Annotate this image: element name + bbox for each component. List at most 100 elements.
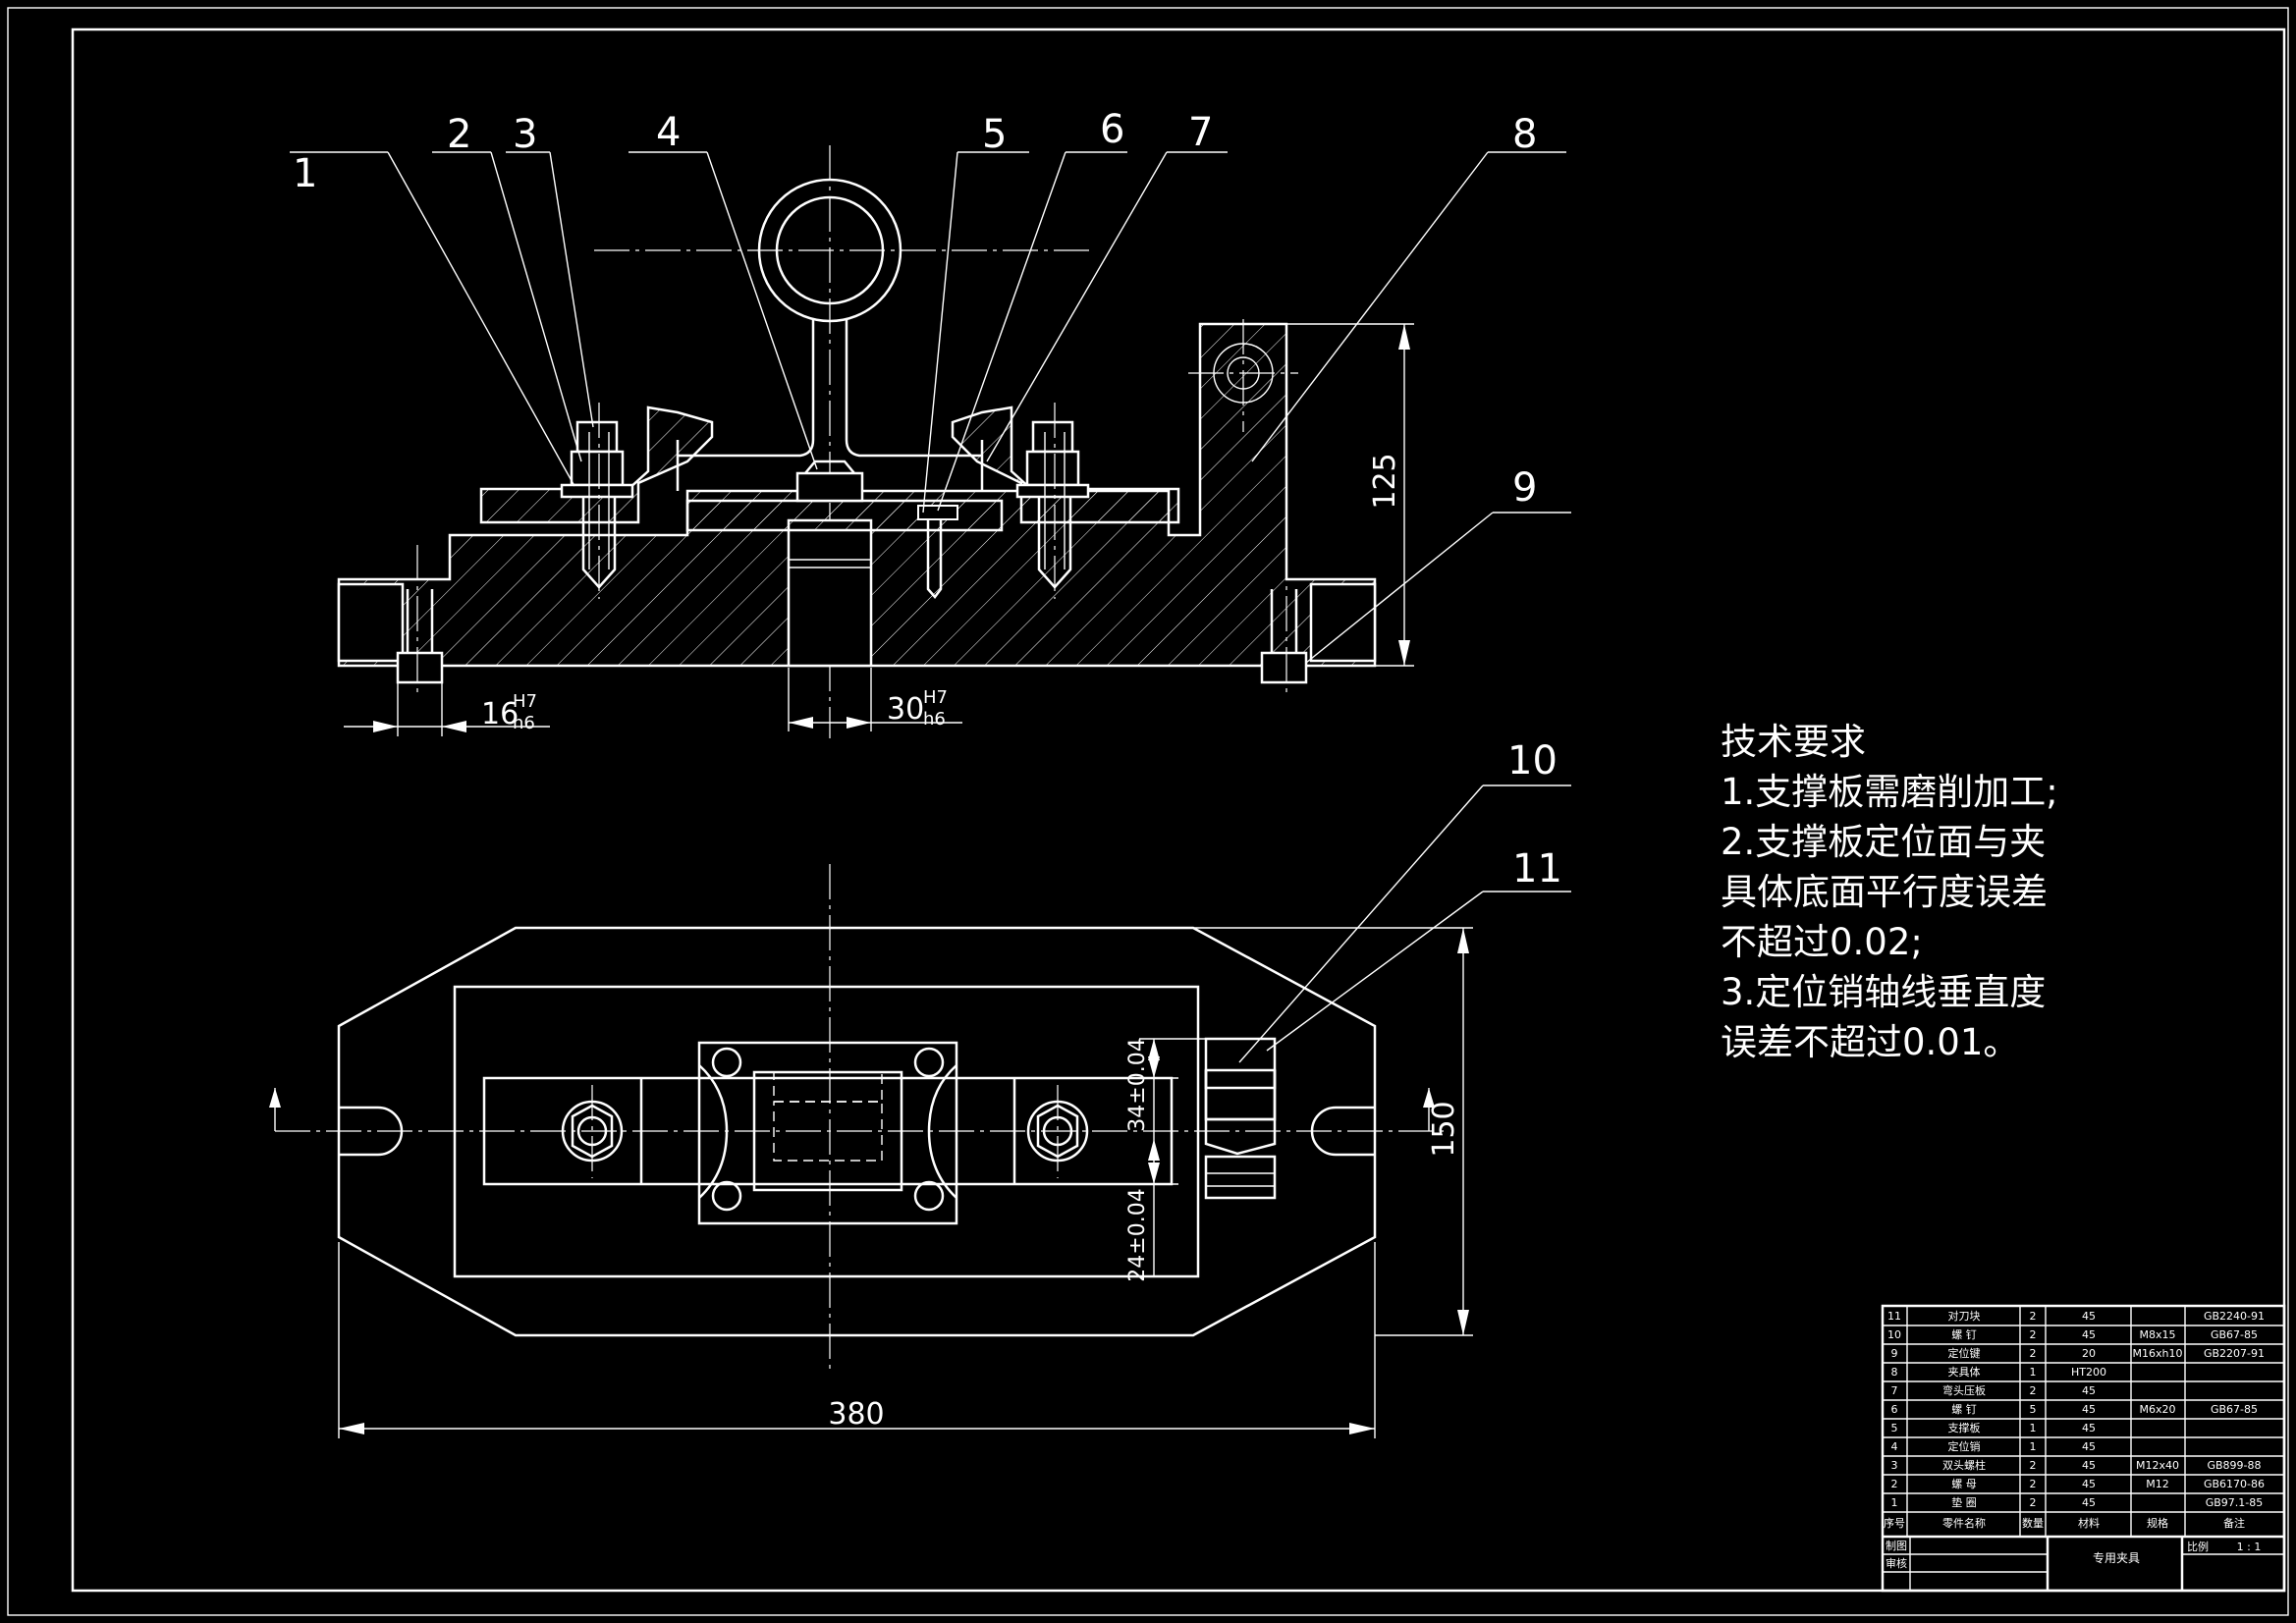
dim-24: 24±0.04 (1125, 1188, 1150, 1281)
bom-cell-std: GB67-85 (2211, 1403, 2258, 1416)
bom-cell-no: 2 (1891, 1478, 1898, 1490)
bom-header-spec: 规格 (2147, 1516, 2168, 1530)
callout-1: 1 (293, 151, 317, 196)
tech-line-1: 1.支撑板需磨削加工; (1721, 771, 2058, 813)
dim-16-upper: H7 (513, 691, 537, 712)
bom-cell-qty: 1 (2030, 1366, 2037, 1379)
bom-cell-mat: 45 (2082, 1478, 2096, 1490)
bom-cell-name: 双头螺柱 (1942, 1458, 1986, 1472)
callout-9: 9 (1512, 465, 1537, 511)
bom-header-std: 备注 (2223, 1516, 2245, 1530)
bom-header-name: 零件名称 (1942, 1516, 1986, 1530)
bom-cell-no: 3 (1891, 1459, 1898, 1472)
callout-5: 5 (982, 112, 1007, 157)
bom-cell-no: 6 (1891, 1403, 1898, 1416)
tech-line-3: 具体底面平行度误差 (1721, 871, 2048, 913)
tech-title: 技术要求 (1721, 721, 1866, 763)
bom-cell-spec: M16xh10 (2133, 1347, 2183, 1360)
bom-cell-no: 1 (1891, 1496, 1898, 1509)
bom-cell-mat: 45 (2082, 1440, 2096, 1453)
bom-cell-no: 5 (1891, 1422, 1898, 1434)
dim-30-upper: H7 (923, 687, 948, 708)
top-plan-view (269, 864, 1473, 1438)
title-drawing-name: 专用夹具 (2093, 1550, 2140, 1565)
bom-cell-std: GB97.1-85 (2206, 1496, 2264, 1509)
callout-7: 7 (1188, 110, 1213, 155)
bom-cell-spec: M12x40 (2136, 1459, 2179, 1472)
bom-cell-qty: 2 (2030, 1347, 2037, 1360)
bom-cell-name: 螺 母 (1951, 1478, 1977, 1490)
dim-34: 34±0.04 (1125, 1038, 1150, 1131)
bom-cell-mat: HT200 (2071, 1366, 2106, 1379)
title-checked-label: 审核 (1886, 1556, 1907, 1570)
bom-cell-qty: 2 (2030, 1496, 2037, 1509)
bom-cell-no: 10 (1887, 1328, 1901, 1341)
bom-cell-name: 对刀块 (1948, 1309, 1981, 1323)
bom-cell-name: 定位键 (1948, 1346, 1981, 1360)
bom-cell-std: GB2240-91 (2204, 1310, 2265, 1323)
bom-cell-qty: 5 (2030, 1403, 2037, 1416)
bom-cell-qty: 1 (2030, 1422, 2037, 1434)
tech-line-2: 2.支撑板定位面与夹 (1721, 821, 2047, 863)
bom-cell-no: 11 (1887, 1310, 1901, 1323)
bom-table (1881, 1304, 2286, 1593)
sheet-inner-border (71, 27, 2286, 1593)
bom-cell-std: GB2207-91 (2204, 1347, 2265, 1360)
callout-6: 6 (1100, 107, 1124, 152)
bom-cell-spec: M6x20 (2140, 1403, 2176, 1416)
bom-cell-mat: 45 (2082, 1310, 2096, 1323)
bom-cell-spec: M8x15 (2140, 1328, 2176, 1341)
bom-cell-mat: 45 (2082, 1384, 2096, 1397)
callout-numbers: 1 2 3 4 5 6 7 8 9 10 11 (293, 107, 1562, 892)
bom-cell-no: 9 (1891, 1347, 1898, 1360)
front-section-view (337, 145, 1414, 738)
bom-cell-mat: 20 (2082, 1347, 2096, 1360)
dim-16: 16 (481, 697, 519, 731)
title-drawn-label: 制图 (1886, 1540, 1907, 1552)
callout-11: 11 (1512, 846, 1562, 892)
callout-leaders-top (1238, 784, 1571, 1063)
callout-4: 4 (656, 110, 681, 155)
bom-cell-mat: 45 (2082, 1328, 2096, 1341)
bom-cell-no: 4 (1891, 1440, 1898, 1453)
bom-cell-no: 8 (1891, 1366, 1898, 1379)
callout-8: 8 (1512, 112, 1537, 157)
bom-header-qty: 数量 (2022, 1517, 2044, 1530)
bom-cell-std: GB899-88 (2207, 1459, 2261, 1472)
dimension-texts: 125 16 H7 h6 30 H7 h6 34±0.04 24±0.04 15… (481, 453, 1461, 1432)
bom-cell-qty: 2 (2030, 1478, 2037, 1490)
technical-requirements: 技术要求 1.支撑板需磨削加工; 2.支撑板定位面与夹 具体底面平行度误差 不超… (1721, 717, 2270, 1067)
dim-125: 125 (1368, 453, 1402, 509)
tech-line-5: 3.定位销轴线垂直度 (1721, 971, 2047, 1013)
bom-cell-qty: 2 (2030, 1310, 2037, 1323)
bom-cell-mat: 45 (2082, 1496, 2096, 1509)
bom-cell-qty: 1 (2030, 1440, 2037, 1453)
bom-cell-mat: 45 (2082, 1403, 2096, 1416)
bom-cell-name: 夹具体 (1948, 1365, 1981, 1379)
bom-cell-std: GB67-85 (2211, 1328, 2258, 1341)
sheet-outer-border (7, 7, 2289, 1616)
dim-30-lower: h6 (923, 709, 946, 730)
bom-cell-name: 定位销 (1948, 1439, 1981, 1453)
bom-cell-qty: 2 (2030, 1328, 2037, 1341)
callout-3: 3 (513, 112, 537, 157)
bom-header-no: 序号 (1884, 1516, 1905, 1530)
dim-150: 150 (1427, 1101, 1461, 1157)
title-scale-label: 比例 (2187, 1540, 2209, 1553)
tech-line-6: 误差不超过0.01。 (1721, 1021, 2020, 1063)
bom-cell-qty: 2 (2030, 1384, 2037, 1397)
bom-cell-name: 螺 钉 (1951, 1403, 1977, 1416)
bom-header-mat: 材料 (2078, 1516, 2100, 1530)
bom-cell-name: 垫 圈 (1951, 1495, 1977, 1509)
title-scale-value: 1 : 1 (2237, 1541, 2262, 1553)
dim-30: 30 (887, 692, 924, 727)
bom-cell-name: 支撑板 (1948, 1421, 1981, 1434)
bom-cell-no: 7 (1891, 1384, 1898, 1397)
dim-380: 380 (828, 1397, 884, 1432)
dim-16-lower: h6 (513, 713, 535, 733)
bom-cell-mat: 45 (2082, 1459, 2096, 1472)
callout-2: 2 (447, 112, 471, 157)
bom-cell-name: 螺 钉 (1951, 1328, 1977, 1341)
